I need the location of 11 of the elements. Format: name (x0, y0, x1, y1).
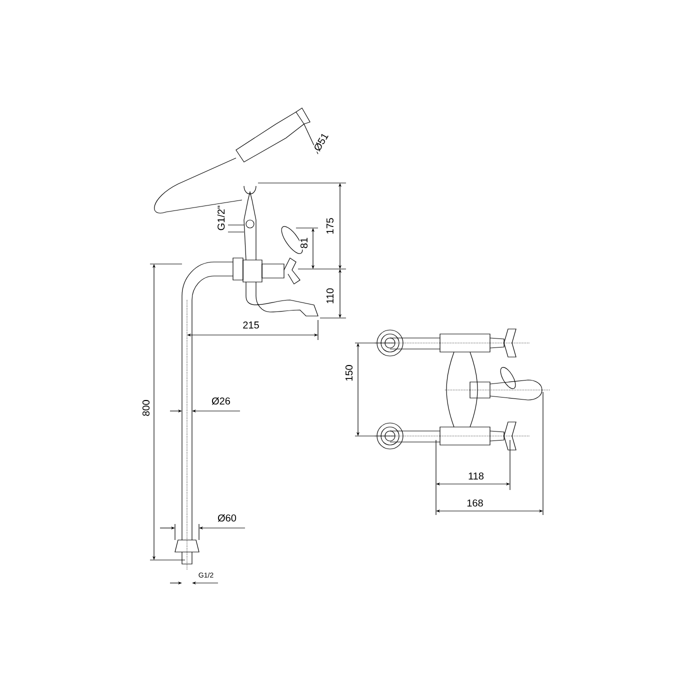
dimension-label: 175 (326, 216, 334, 236)
dimension-label: 800 (141, 398, 151, 418)
dimension-label: 110 (325, 287, 335, 305)
dimension-label: Ø60 (216, 513, 238, 523)
dimension-label: G1/2" (216, 204, 226, 232)
dimension-label: Ø26 (210, 396, 232, 406)
dimension-label: 81 (299, 236, 309, 250)
dimension-label: 168 (466, 498, 484, 508)
dimension-label: 150 (344, 364, 354, 382)
dimension-label: 215 (242, 320, 260, 330)
dimension-label: 118 (467, 471, 485, 481)
